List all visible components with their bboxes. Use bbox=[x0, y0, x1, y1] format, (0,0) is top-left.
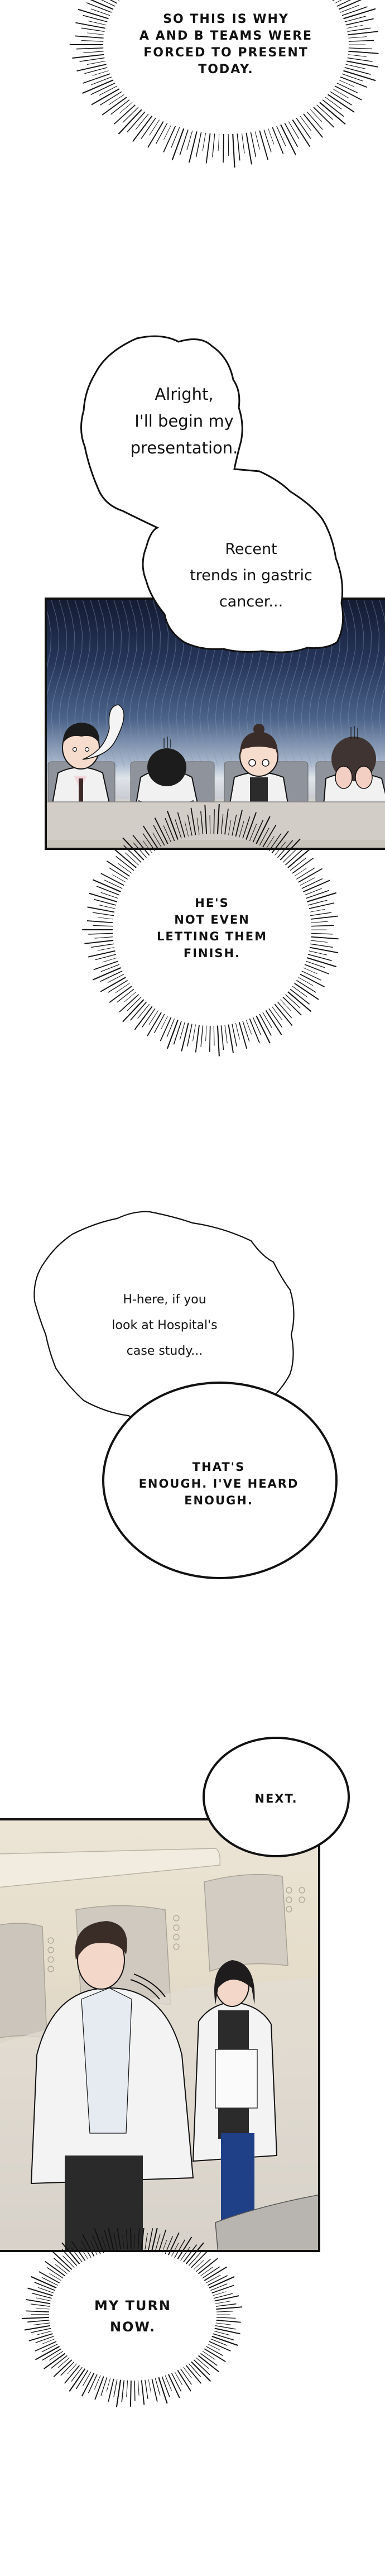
walking-scene-illustration bbox=[0, 1848, 318, 2250]
bubble-line: enough. I've heard bbox=[138, 1477, 299, 1490]
bubble-line: Recent bbox=[225, 541, 277, 558]
character-female-doctor bbox=[192, 1960, 278, 2250]
bubble-next-shape bbox=[203, 1737, 350, 1857]
bubble-line: Alright, bbox=[155, 385, 214, 404]
burst-text-teams: So this is why A and B teams were forced… bbox=[92, 11, 360, 78]
bubble-line: look at Hospital's bbox=[112, 1318, 218, 1332]
bubble-next-text: Next. bbox=[203, 1790, 350, 1807]
burst-line: letting them bbox=[157, 930, 267, 943]
burst-line: A and B teams were bbox=[139, 29, 313, 43]
character-1 bbox=[51, 704, 124, 804]
bubble-line: Next. bbox=[254, 1792, 298, 1805]
bubble-hospital-case-text: H-here, if you look at Hospital's case s… bbox=[78, 1287, 251, 1364]
bubble-line: trends in gastric bbox=[190, 567, 312, 584]
character-2 bbox=[135, 737, 199, 817]
burst-line: My turn bbox=[94, 2298, 172, 2314]
character-male-doctor bbox=[30, 1921, 194, 2250]
bubble-alright-text: Alright, I'll begin my presentation. bbox=[100, 381, 268, 461]
burst-line: He's bbox=[195, 896, 229, 910]
bubble-recent-trends-text: Recent trends in gastric cancer... bbox=[167, 536, 335, 615]
thought-bubble-shapes bbox=[80, 335, 344, 653]
burst-line: now. bbox=[109, 2319, 156, 2335]
burst-line: finish. bbox=[183, 947, 241, 960]
panel-doctors-walking bbox=[0, 1818, 320, 2252]
bubble-line: That's bbox=[192, 1460, 246, 1474]
bubble-line: presentation. bbox=[130, 438, 238, 457]
burst-text-my-turn: My turn now. bbox=[60, 2295, 205, 2338]
bubble-line: case study... bbox=[126, 1344, 203, 1358]
bubble-line: enough. bbox=[184, 1494, 253, 1507]
bubble-line: H-here, if you bbox=[123, 1293, 206, 1307]
bubble-enough-text: That's enough. I've heard enough. bbox=[106, 1459, 331, 1509]
burst-line: forced to present bbox=[143, 46, 309, 60]
burst-text-finish: He's not even letting them finish. bbox=[128, 895, 296, 962]
character-3 bbox=[229, 724, 289, 804]
burst-line: So this is why bbox=[163, 12, 289, 26]
bubble-line: cancer... bbox=[219, 593, 283, 610]
burst-lines-teams bbox=[69, 0, 379, 168]
burst-line: today. bbox=[198, 63, 254, 77]
burst-lines-finish bbox=[82, 804, 339, 1057]
bubble-enough-shape bbox=[102, 1382, 338, 1579]
bubble-line: I'll begin my bbox=[134, 412, 234, 431]
bubble-alright-shape bbox=[80, 335, 344, 653]
burst-lines-my-turn bbox=[21, 2228, 243, 2407]
burst-line: not even bbox=[174, 913, 250, 926]
